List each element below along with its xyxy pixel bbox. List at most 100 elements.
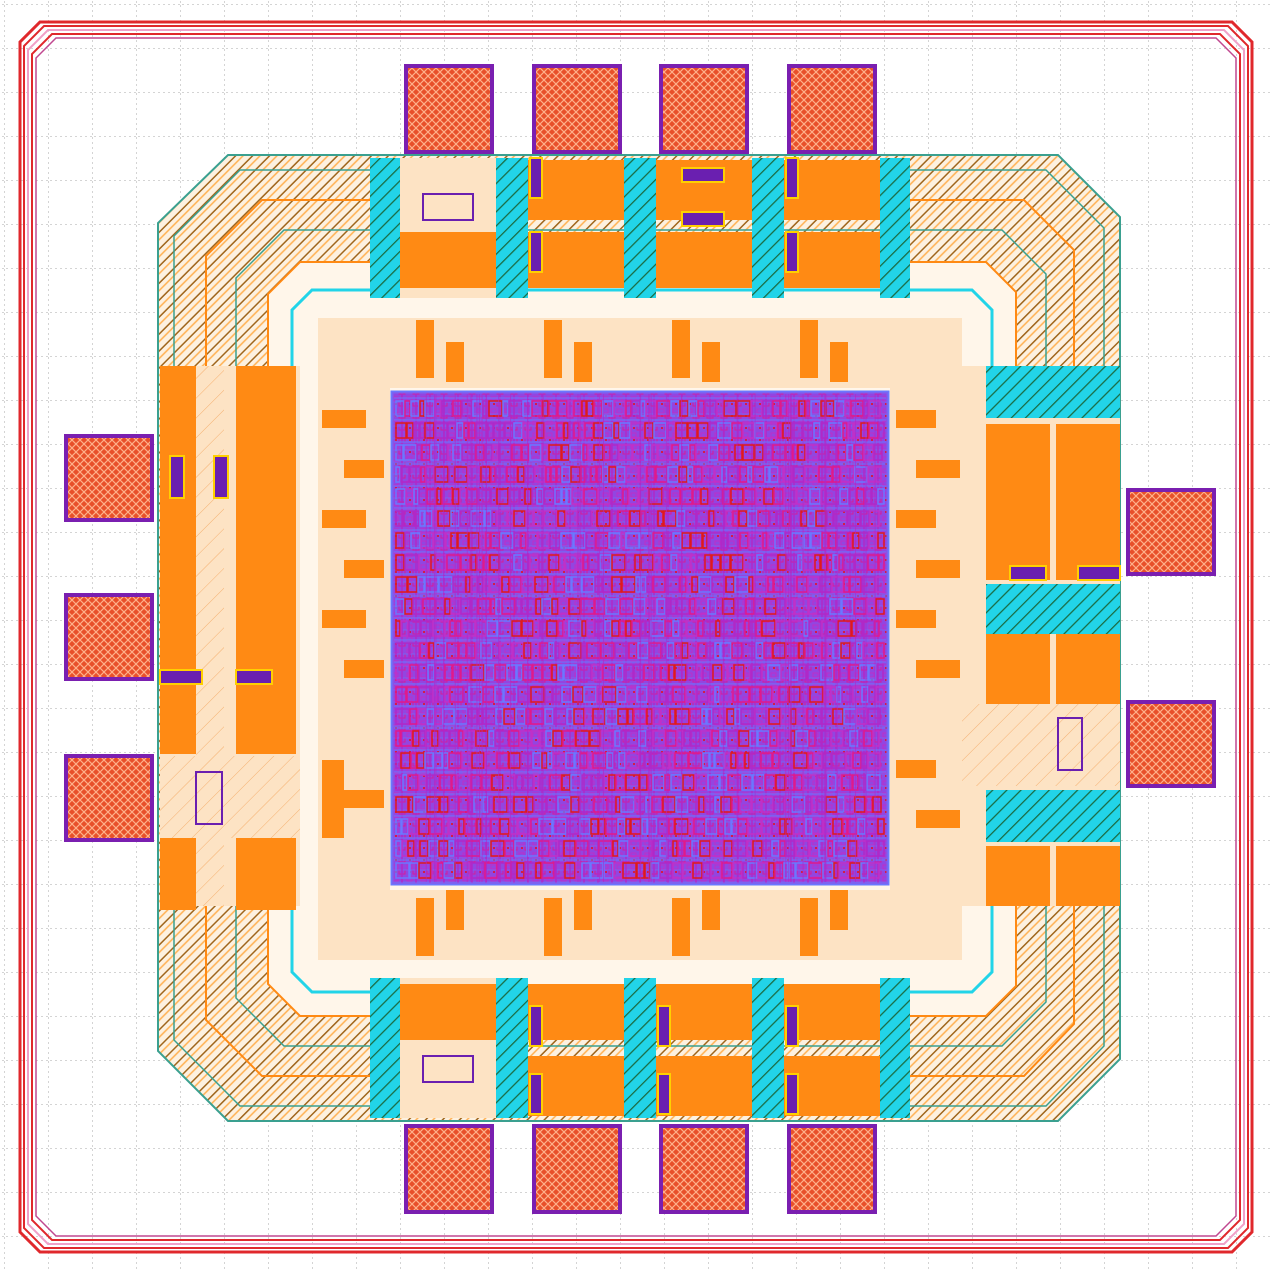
standard-cell xyxy=(764,774,776,791)
right-bond-pads xyxy=(1126,488,1216,788)
standard-cell xyxy=(594,576,603,593)
standard-cell xyxy=(695,444,709,461)
standard-cell xyxy=(485,532,491,549)
bond-pad[interactable] xyxy=(404,64,494,154)
standard-cell xyxy=(516,862,525,879)
standard-cell xyxy=(452,400,462,417)
standard-cell xyxy=(395,400,405,417)
bond-pad[interactable] xyxy=(532,1124,622,1214)
standard-cell xyxy=(532,752,542,769)
bond-pad[interactable] xyxy=(64,434,154,522)
standard-cell xyxy=(688,796,699,813)
standard-cell xyxy=(656,400,671,417)
standard-cell xyxy=(566,708,574,725)
standard-cell xyxy=(682,774,695,791)
standard-cell xyxy=(697,422,709,439)
standard-cell xyxy=(564,554,578,571)
standard-cell xyxy=(501,576,510,593)
standard-cell xyxy=(694,774,708,791)
standard-cell xyxy=(787,400,799,417)
standard-cell xyxy=(442,818,449,835)
standard-cell xyxy=(744,752,750,769)
standard-cell xyxy=(544,422,557,439)
bond-pad[interactable] xyxy=(1126,700,1216,788)
standard-cell xyxy=(620,730,626,747)
standard-cell xyxy=(878,554,885,571)
bond-pad[interactable] xyxy=(787,1124,877,1214)
standard-cell xyxy=(420,466,426,483)
standard-cell xyxy=(631,400,641,417)
standard-cell xyxy=(625,400,632,417)
standard-cell xyxy=(818,840,828,857)
standard-cell xyxy=(832,554,839,571)
standard-cell xyxy=(410,532,421,549)
standard-cell xyxy=(848,664,860,681)
standard-cell xyxy=(613,422,620,439)
bond-pad[interactable] xyxy=(64,754,154,842)
standard-cell xyxy=(800,686,810,703)
standard-cell xyxy=(541,444,549,461)
standard-cell xyxy=(414,510,420,527)
standard-cell xyxy=(475,620,487,637)
bond-pad[interactable] xyxy=(659,1124,749,1214)
standard-cell xyxy=(657,510,664,527)
standard-cell xyxy=(861,686,869,703)
standard-cell xyxy=(827,554,833,571)
standard-cell xyxy=(475,444,485,461)
bond-pad[interactable] xyxy=(404,1124,494,1214)
standard-cell xyxy=(734,576,749,593)
bond-pad[interactable] xyxy=(64,593,154,681)
standard-cell xyxy=(679,576,687,593)
standard-cell xyxy=(859,532,869,549)
standard-cell xyxy=(842,422,848,439)
standard-cell xyxy=(810,532,822,549)
standard-cell xyxy=(775,774,786,791)
standard-cell xyxy=(791,422,803,439)
bond-pad[interactable] xyxy=(1126,488,1216,576)
standard-cell xyxy=(629,510,641,527)
standard-cell xyxy=(574,752,580,769)
bond-pad[interactable] xyxy=(659,64,749,154)
standard-cell xyxy=(430,554,436,571)
standard-cell xyxy=(807,576,820,593)
standard-cell xyxy=(539,774,550,791)
standard-cell xyxy=(447,422,457,439)
standard-cell xyxy=(704,554,712,571)
standard-cell xyxy=(619,598,634,615)
standard-cell xyxy=(552,730,563,747)
standard-cell xyxy=(558,598,569,615)
standard-cell xyxy=(841,598,854,615)
standard-cell xyxy=(762,840,772,857)
standard-cell xyxy=(761,664,768,681)
standard-cell xyxy=(620,532,626,549)
standard-cell xyxy=(869,510,880,527)
standard-cell xyxy=(395,796,409,813)
standard-cell xyxy=(395,774,403,791)
standard-cell xyxy=(395,510,404,527)
bond-pad[interactable] xyxy=(532,64,622,154)
standard-cell xyxy=(561,774,571,791)
standard-cell xyxy=(840,466,855,483)
standard-cell xyxy=(527,840,539,857)
standard-cell xyxy=(585,532,596,549)
standard-cell xyxy=(656,598,666,615)
standard-cell xyxy=(841,774,853,791)
standard-cell xyxy=(783,466,793,483)
standard-cell xyxy=(622,862,637,879)
standard-cell xyxy=(771,818,780,835)
standard-cell xyxy=(588,554,600,571)
standard-cell xyxy=(731,796,740,813)
standard-cell xyxy=(867,554,879,571)
standard-cell xyxy=(617,818,626,835)
standard-cell xyxy=(875,466,882,483)
bond-pad[interactable] xyxy=(787,64,877,154)
standard-cell xyxy=(672,862,683,879)
standard-cell xyxy=(517,818,531,835)
standard-cell xyxy=(832,466,841,483)
standard-cell xyxy=(592,708,606,725)
standard-cell xyxy=(726,708,735,725)
standard-cell xyxy=(581,620,587,637)
standard-cell xyxy=(538,818,553,835)
